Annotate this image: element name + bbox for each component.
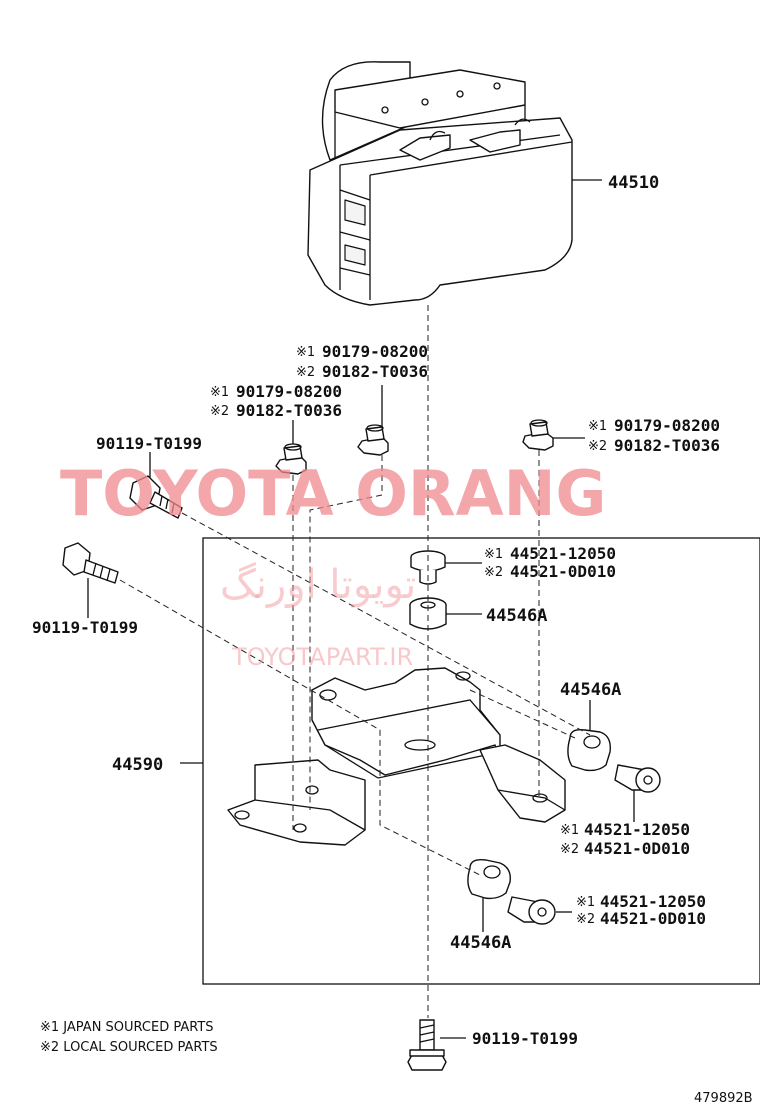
label-nut-mid-a: 90179-08200: [236, 382, 342, 401]
label-collar-bottom-a: 44521-12050: [600, 892, 706, 911]
watermark-brand-fa: تویوتا اورنگ: [220, 562, 416, 608]
collar-right: [614, 764, 661, 822]
mark2-nut-center: ※2: [296, 365, 315, 380]
assembly-lines: [119, 305, 591, 1018]
bracket-kit-frame: [202, 537, 760, 985]
bolt-left: [62, 542, 119, 618]
cushion-bottom: [467, 858, 511, 932]
nut-middle-left: [275, 420, 307, 475]
cushion-right: [567, 700, 611, 772]
nut-right: [522, 419, 585, 451]
label-collar-right-b: 44521-0D010: [584, 839, 690, 858]
figure-code: 479892B: [694, 1091, 753, 1106]
mark2-nut-mid: ※2: [210, 404, 229, 419]
note-local-sourced: ※2 LOCAL SOURCED PARTS: [40, 1040, 218, 1055]
mark2-collar-top: ※2: [484, 565, 503, 580]
bolt-upper-left: [129, 452, 183, 519]
watermark-site: TOYOTAPART.IR: [231, 643, 413, 671]
label-nut-right-a: 90179-08200: [614, 416, 720, 435]
bolt-bottom: [407, 1019, 466, 1071]
mark1-nut-mid: ※1: [210, 385, 229, 400]
label-bracket: 44590: [112, 755, 163, 775]
label-bolt-upper-left: 90119-T0199: [96, 434, 202, 453]
label-collar-top-b: 44521-0D010: [510, 562, 616, 581]
mark1-collar-top: ※1: [484, 547, 503, 562]
label-cushion-right: 44546A: [560, 680, 621, 700]
label-nut-center-b: 90182-T0036: [322, 362, 428, 381]
label-nut-mid-b: 90182-T0036: [236, 401, 342, 420]
collar-top: [410, 550, 482, 585]
nut-center: [357, 385, 389, 456]
watermark-brand: TOYOTA ORANG: [60, 457, 606, 530]
bracket: [227, 667, 566, 846]
collar-bottom: [507, 896, 572, 925]
mark1-collar-right: ※1: [560, 823, 579, 838]
abs-actuator: [307, 61, 602, 306]
label-bolt-left: 90119-T0199: [32, 618, 138, 637]
label-cushion-bottom: 44546A: [450, 933, 511, 953]
note-japan-sourced: ※1 JAPAN SOURCED PARTS: [40, 1020, 214, 1035]
label-collar-right-a: 44521-12050: [584, 820, 690, 839]
label-actuator: 44510: [608, 173, 659, 193]
mark1-nut-center: ※1: [296, 345, 315, 360]
cushion-top: [409, 597, 482, 630]
label-cushion-top: 44546A: [486, 606, 547, 626]
label-nut-right-b: 90182-T0036: [614, 436, 720, 455]
label-collar-top-a: 44521-12050: [510, 544, 616, 563]
label-collar-bottom-b: 44521-0D010: [600, 909, 706, 928]
mark1-nut-right: ※1: [588, 419, 607, 434]
mark2-collar-right: ※2: [560, 842, 579, 857]
label-nut-center-a: 90179-08200: [322, 342, 428, 361]
mark2-nut-right: ※2: [588, 439, 607, 454]
label-bolt-bottom: 90119-T0199: [472, 1029, 578, 1048]
mark1-collar-bottom: ※1: [576, 895, 595, 910]
mark2-collar-bottom: ※2: [576, 912, 595, 927]
